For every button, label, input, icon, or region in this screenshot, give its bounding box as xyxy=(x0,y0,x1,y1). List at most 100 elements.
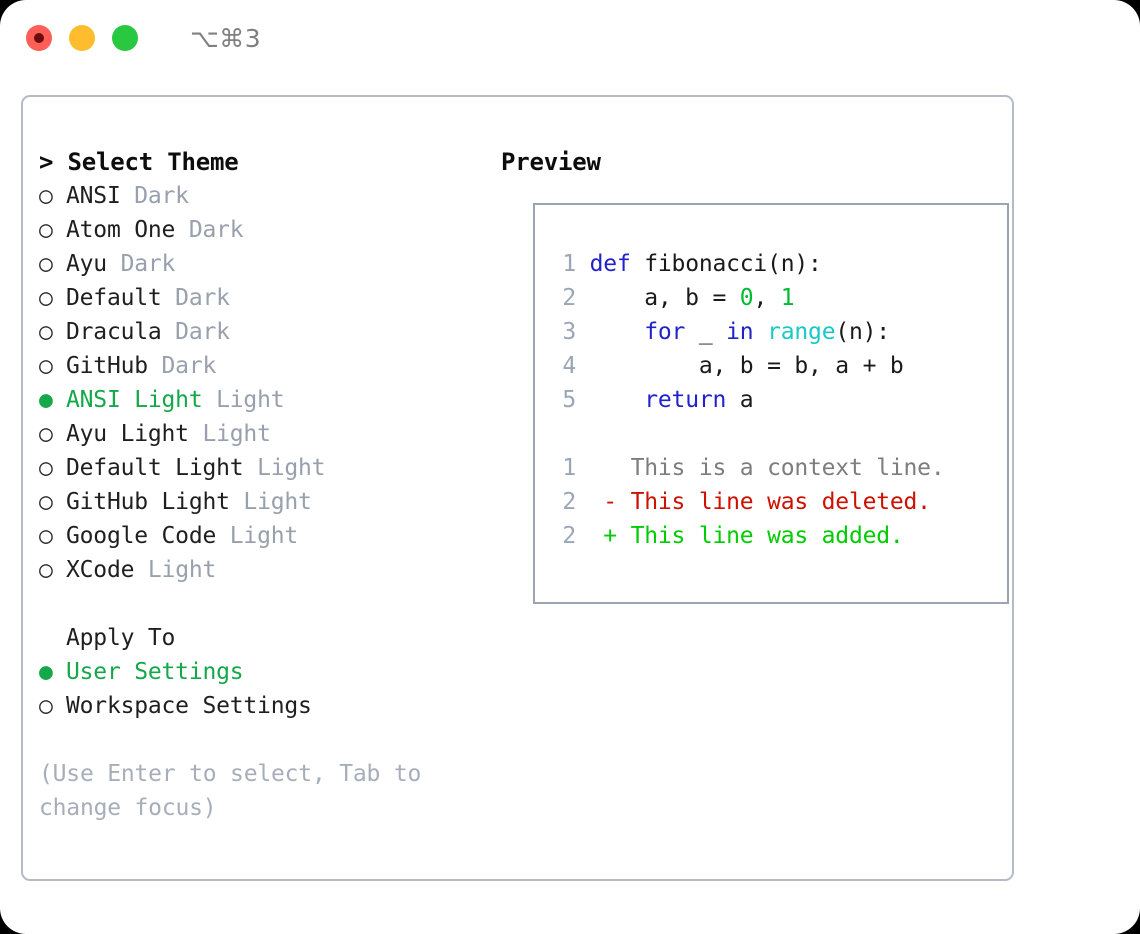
theme-option-ansi-light[interactable]: ● ANSI Light Light xyxy=(39,383,499,417)
theme-option-appearance: Dark xyxy=(147,353,217,379)
apply-to-option-workspace-settings[interactable]: ○ Workspace Settings xyxy=(39,689,499,723)
diff-sign: + xyxy=(576,523,631,549)
code-token-txt: fibonacci(n): xyxy=(630,251,822,277)
theme-option-appearance: Light xyxy=(188,421,271,447)
theme-picker-heading: > Select Theme xyxy=(39,145,499,179)
radio-unselected-icon: ○ xyxy=(39,693,53,719)
theme-option-ansi[interactable]: ○ ANSI Dark xyxy=(39,179,499,213)
theme-option-appearance: Dark xyxy=(120,183,189,209)
theme-option-appearance: Dark xyxy=(106,251,176,277)
theme-option-github-light[interactable]: ○ GitHub Light Light xyxy=(39,485,499,519)
theme-option-atom-one[interactable]: ○ Atom One Dark xyxy=(39,213,499,247)
diff-line-number: 2 xyxy=(562,489,576,515)
apply-to-heading: Apply To xyxy=(66,625,176,651)
code-gutter-gap xyxy=(576,387,590,413)
diff-sign xyxy=(576,455,631,481)
diff-line-del: 2 - This line was deleted. xyxy=(551,485,1003,519)
apply-to-list: ●User Settings ○ Workspace Settings xyxy=(39,655,499,723)
code-line: 4 a, b = b, a + b xyxy=(551,349,1003,383)
code-line: 1 def fibonacci(n): xyxy=(551,247,1003,281)
minimize-button-icon[interactable] xyxy=(69,25,95,51)
radio-unselected-icon: ○ xyxy=(39,285,53,311)
preview-heading: Preview xyxy=(501,148,601,176)
theme-option-appearance: Light xyxy=(216,523,299,549)
theme-option-appearance: Light xyxy=(202,387,285,413)
theme-option-label: ANSI xyxy=(66,183,121,209)
theme-option-dracula[interactable]: ○Dracula Dark xyxy=(39,315,499,349)
code-line: 3 for _ in range(n): xyxy=(551,315,1003,349)
theme-option-label: GitHub xyxy=(66,353,148,379)
code-token-kw: return xyxy=(644,387,727,413)
theme-option-xcode[interactable]: ○XCode Light xyxy=(39,553,499,587)
radio-unselected-icon: ○ xyxy=(39,557,53,583)
theme-option-appearance: Light xyxy=(229,489,312,515)
theme-option-label: ANSI Light xyxy=(66,387,203,413)
title-bar: ⌥⌘3 xyxy=(0,0,1140,76)
code-token-txt xyxy=(590,387,645,413)
theme-option-github[interactable]: ○ GitHub Dark xyxy=(39,349,499,383)
code-line-number: 5 xyxy=(562,387,576,413)
diff-line-text: This line was added. xyxy=(630,523,904,549)
theme-option-ayu-light[interactable]: ○Ayu Light Light xyxy=(39,417,499,451)
preview-column: Preview 1 def fibonacci(n):2 a, b = 0, 1… xyxy=(501,145,1009,604)
theme-option-appearance: Light xyxy=(134,557,217,583)
theme-option-ayu[interactable]: ○Ayu Dark xyxy=(39,247,499,281)
code-token-txt: a xyxy=(726,387,754,413)
radio-unselected-icon: ○ xyxy=(39,421,53,447)
code-gutter-gap xyxy=(576,251,590,277)
radio-unselected-icon: ○ xyxy=(39,353,53,379)
code-line: 5 return a xyxy=(551,383,1003,417)
code-token-kw: def xyxy=(589,251,631,277)
theme-option-label: Atom One xyxy=(66,217,176,243)
close-button-icon[interactable] xyxy=(26,25,52,51)
theme-option-label: Default Light xyxy=(66,455,244,481)
theme-option-default[interactable]: ○ Default Dark xyxy=(39,281,499,315)
apply-to-option-user-settings[interactable]: ●User Settings xyxy=(39,655,499,689)
diff-line-text: This is a context line. xyxy=(630,455,945,481)
code-line-number: 2 xyxy=(562,285,576,311)
diff-line-ctx: 1 This is a context line. xyxy=(551,451,1003,485)
traffic-lights xyxy=(26,25,138,51)
heading-caret: > xyxy=(39,148,68,176)
maximize-button-icon[interactable] xyxy=(112,25,138,51)
apply-to-option-label: Workspace Settings xyxy=(66,693,312,719)
theme-option-appearance: Dark xyxy=(175,217,244,243)
diff-line-number: 1 xyxy=(562,455,576,481)
diff-sign: - xyxy=(576,489,631,515)
code-diff-spacer xyxy=(551,417,1003,451)
code-gutter-gap xyxy=(576,353,590,379)
radio-unselected-icon: ○ xyxy=(39,455,53,481)
diff-line-add: 2 + This line was added. xyxy=(551,519,1003,553)
radio-unselected-icon: ○ xyxy=(39,489,53,515)
diff-block: 1 This is a context line.2 - This line w… xyxy=(551,451,1003,553)
heading-text: Select Theme xyxy=(67,148,239,176)
code-gutter-gap xyxy=(576,285,590,311)
code-token-txt: (n): xyxy=(835,319,890,345)
code-token-num: 1 xyxy=(780,285,795,311)
radio-unselected-icon: ○ xyxy=(39,183,53,209)
theme-option-label: Default xyxy=(66,285,162,311)
code-token-txt xyxy=(590,319,645,345)
code-token-txt: , xyxy=(753,285,781,311)
code-line-number: 3 xyxy=(562,319,576,345)
theme-option-appearance: Dark xyxy=(161,319,230,345)
theme-list: ○ANSI Dark○Atom One Dark○Ayu Dark○Defaul… xyxy=(39,179,499,587)
theme-option-label: Ayu xyxy=(66,251,107,277)
code-token-txt: a, b = xyxy=(589,285,740,311)
theme-option-google-code[interactable]: ○Google Code Light xyxy=(39,519,499,553)
radio-unselected-icon: ○ xyxy=(39,217,53,243)
radio-selected-icon: ● xyxy=(39,387,53,413)
diff-line-text: This line was deleted. xyxy=(630,489,931,515)
theme-option-default-light[interactable]: ○Default Light Light xyxy=(39,451,499,485)
radio-unselected-icon: ○ xyxy=(39,523,53,549)
code-token-kw: for xyxy=(644,319,686,345)
code-line-number: 4 xyxy=(562,353,576,379)
code-line: 2 a, b = 0, 1 xyxy=(551,281,1003,315)
theme-option-appearance: Dark xyxy=(161,285,230,311)
diff-line-number: 2 xyxy=(562,523,576,549)
theme-option-label: GitHub Light xyxy=(66,489,230,515)
code-token-fn: range xyxy=(767,319,836,345)
